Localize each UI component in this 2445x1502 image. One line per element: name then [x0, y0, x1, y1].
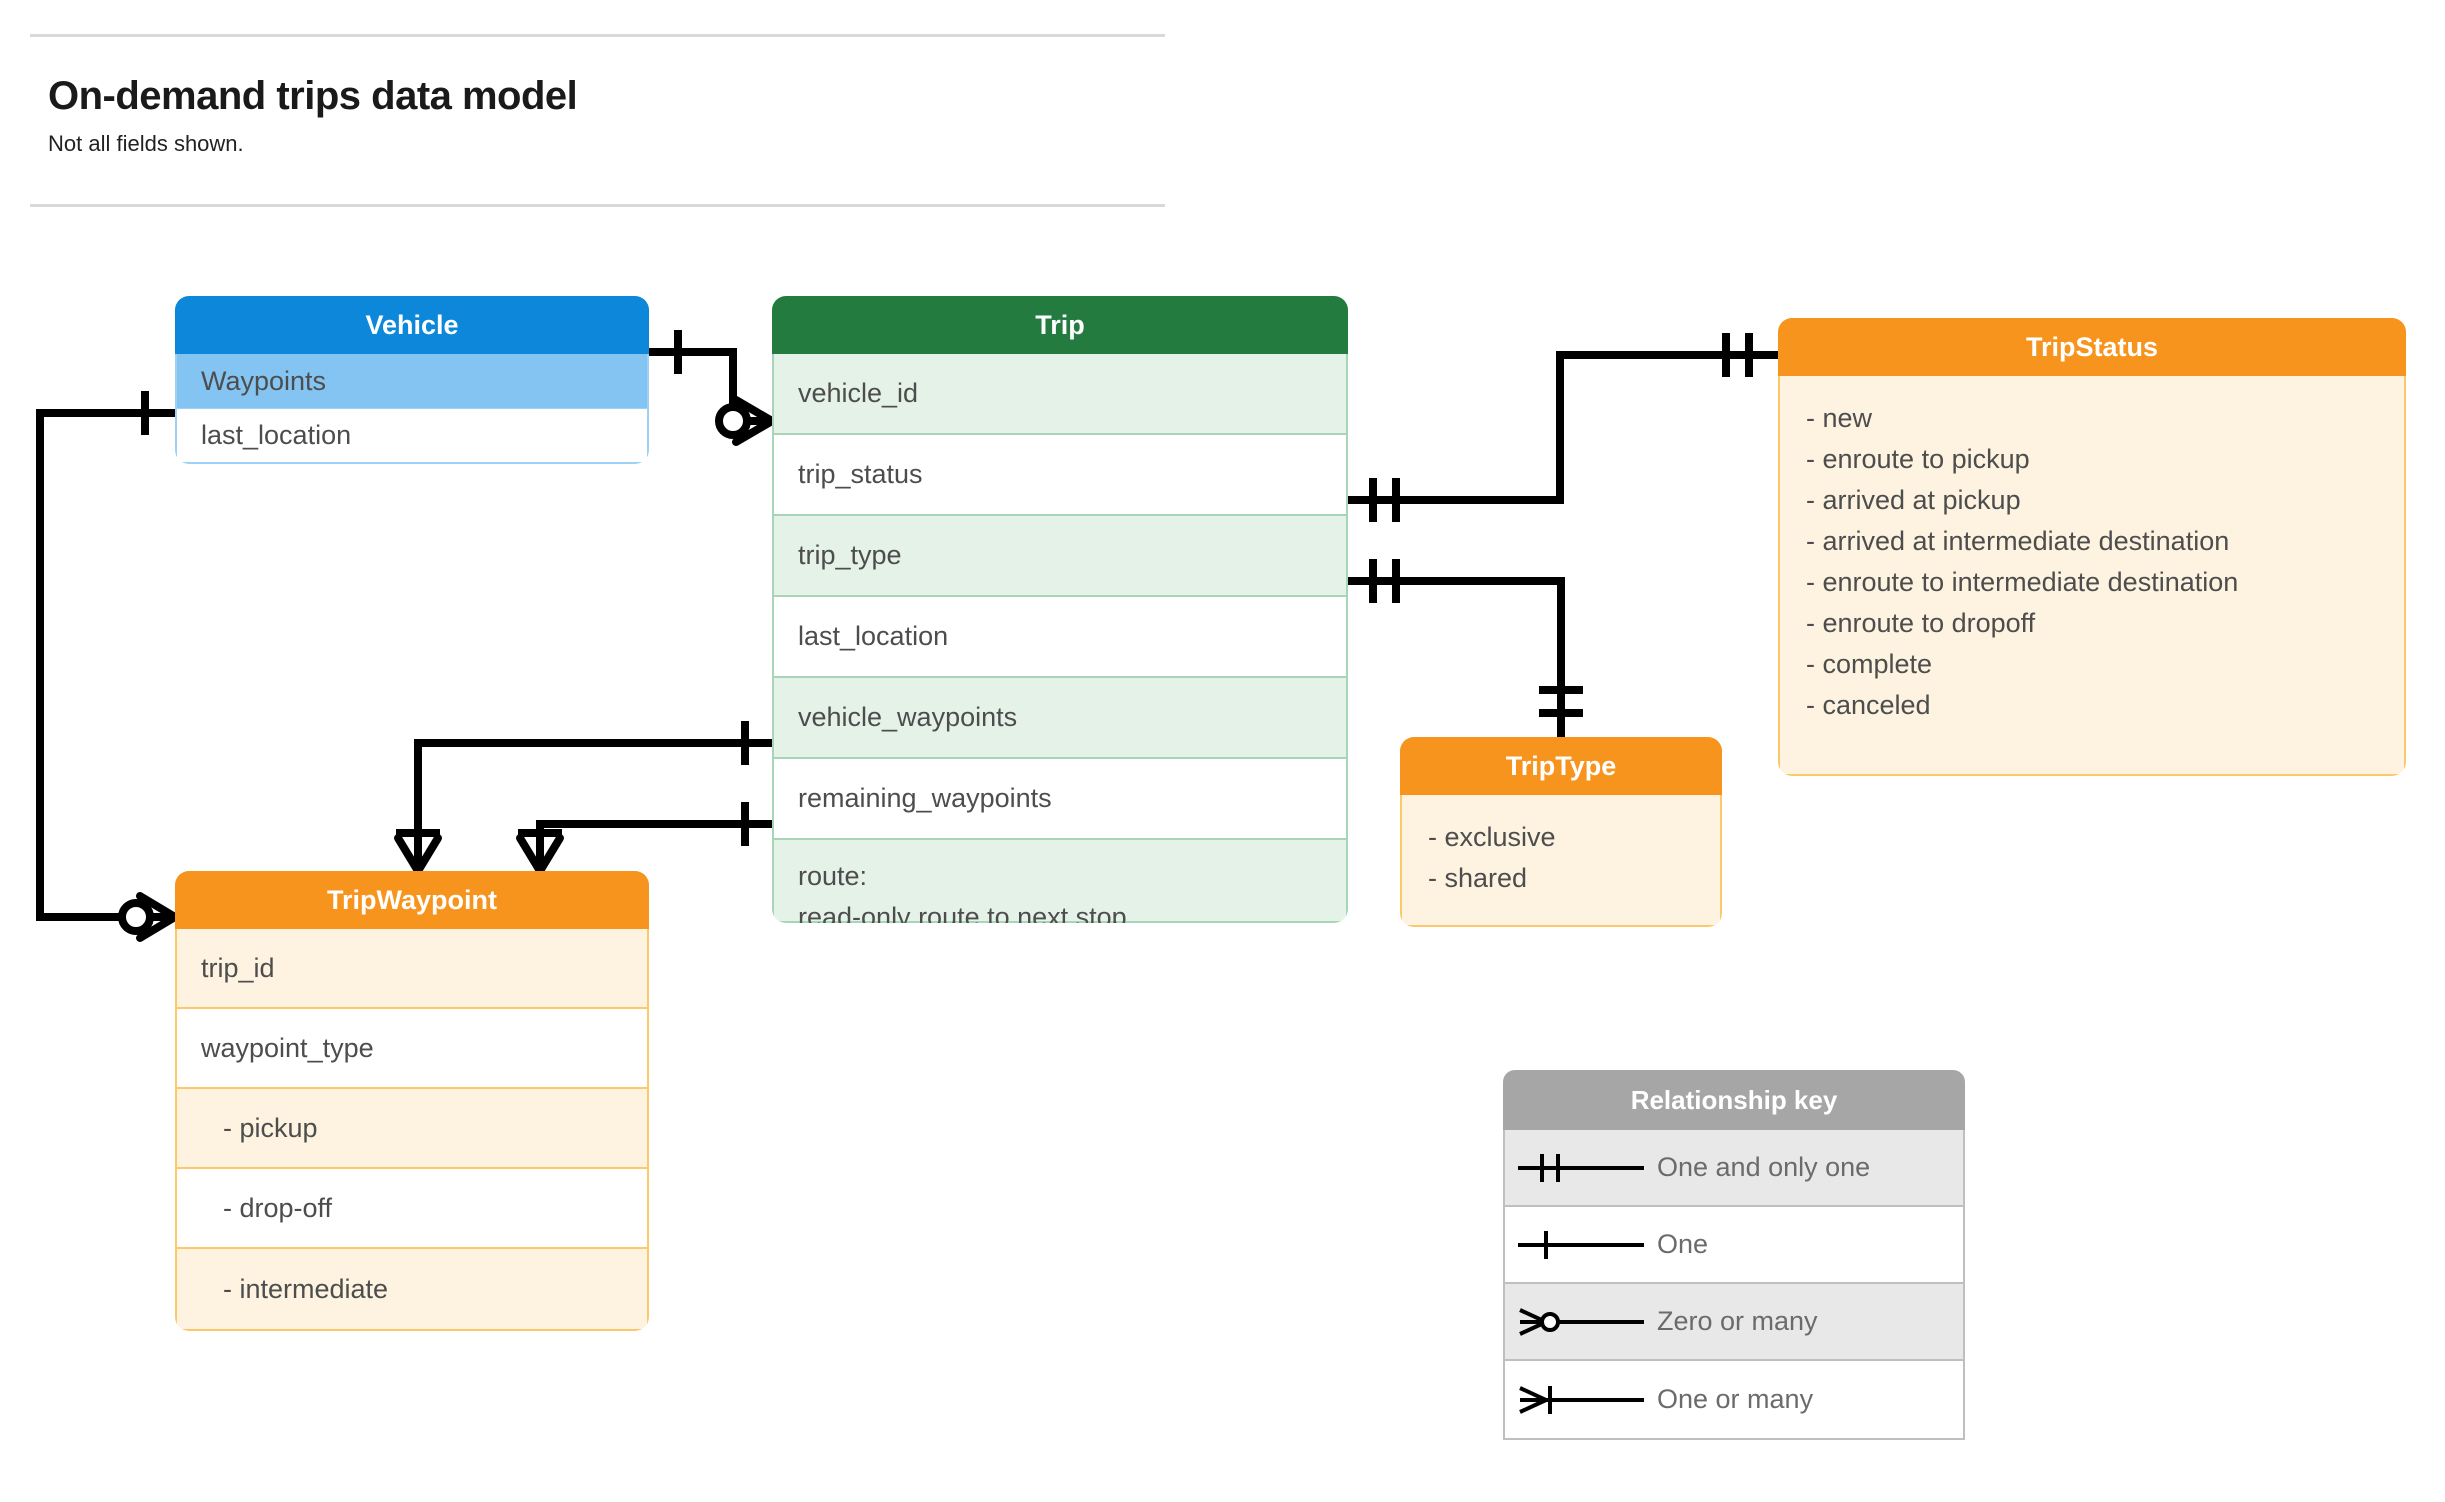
field-trip-vehicle-waypoints: vehicle_waypoints — [774, 678, 1346, 759]
tripstatus-value: - arrived at intermediate destination — [1806, 526, 2230, 556]
entity-triptype-title: TripType — [1400, 737, 1722, 795]
line-vehicle-waypoints-left — [36, 409, 175, 921]
entity-trip-fields: vehicle_id trip_status trip_type last_lo… — [772, 354, 1348, 923]
field-trip-last-location: last_location — [774, 597, 1346, 678]
tripstatus-value: - new — [1806, 403, 1873, 433]
legend-row-zero-or-many: Zero or many — [1505, 1284, 1963, 1361]
zero-circle-tripwaypoint — [118, 899, 154, 935]
field-trip-route: route: read-only route to next stop — [774, 840, 1346, 923]
entity-tripstatus-values: - new - enroute to pickup - arrived at p… — [1778, 376, 2406, 776]
line-triptype — [1348, 577, 1565, 737]
legend-label: One and only one — [1657, 1152, 1871, 1182]
field-tripwaypoint-trip-id: trip_id — [177, 929, 647, 1009]
field-trip-route-label: route: — [798, 861, 868, 891]
page-subtitle: Not all fields shown. — [48, 131, 244, 156]
entity-vehicle-fields: Waypoints last_location — [175, 354, 649, 464]
tripstatus-value: - enroute to pickup — [1806, 444, 2030, 474]
header-divider-top — [30, 34, 1165, 37]
field-trip-route-desc: read-only route to next stop — [798, 902, 1127, 923]
field-tripwaypoint-waypoint-type: waypoint_type — [177, 1009, 647, 1089]
zero-or-many-icon — [1505, 1302, 1657, 1342]
field-tripwaypoint-intermediate: - intermediate — [177, 1249, 647, 1329]
entity-tripstatus[interactable]: TripStatus - new - enroute to pickup - a… — [1778, 318, 2406, 776]
entity-vehicle-title: Vehicle — [175, 296, 649, 354]
relationship-key-rows: One and only one One — [1503, 1130, 1965, 1440]
tripstatus-value: - canceled — [1806, 690, 1931, 720]
line-vehicle-waypoints — [414, 739, 772, 871]
entity-triptype-values: - exclusive - shared — [1400, 795, 1722, 927]
field-trip-vehicle-id: vehicle_id — [774, 354, 1346, 435]
one-or-many-icon — [1505, 1380, 1657, 1420]
tripstatus-value: - complete — [1806, 649, 1933, 679]
entity-trip-title: Trip — [772, 296, 1348, 354]
one-icon — [1505, 1225, 1657, 1265]
field-tripwaypoint-pickup: - pickup — [177, 1089, 647, 1169]
legend-label: Zero or many — [1657, 1306, 1818, 1336]
relationship-key-panel: Relationship key One and only one — [1503, 1070, 1965, 1440]
triptype-value: - exclusive — [1428, 822, 1556, 852]
legend-row-one: One — [1505, 1207, 1963, 1284]
tripstatus-value: - enroute to intermediate destination — [1806, 567, 2239, 597]
line-tripstatus — [1348, 351, 1778, 504]
entity-tripstatus-title: TripStatus — [1778, 318, 2406, 376]
legend-row-one-and-only-one: One and only one — [1505, 1130, 1963, 1207]
line-vehicle-to-trip — [649, 348, 737, 421]
field-trip-remaining-waypoints: remaining_waypoints — [774, 759, 1346, 840]
field-trip-trip-status: trip_status — [774, 435, 1346, 516]
legend-label: One — [1657, 1229, 1709, 1259]
one-and-only-one-icon — [1505, 1148, 1657, 1188]
field-tripwaypoint-dropoff: - drop-off — [177, 1169, 647, 1249]
zero-circle-trip — [715, 403, 751, 439]
field-vehicle-last-location: last_location — [177, 408, 647, 462]
line-remaining-waypoints — [536, 820, 772, 871]
relationship-key-title: Relationship key — [1503, 1070, 1965, 1130]
triptype-value: - shared — [1428, 863, 1528, 893]
field-vehicle-waypoints: Waypoints — [177, 354, 647, 408]
tripstatus-value: - enroute to dropoff — [1806, 608, 2036, 638]
field-trip-trip-type: trip_type — [774, 516, 1346, 597]
entity-tripwaypoint-title: TripWaypoint — [175, 871, 649, 929]
legend-row-one-or-many: One or many — [1505, 1361, 1963, 1438]
entity-trip[interactable]: Trip vehicle_id trip_status trip_type la… — [772, 296, 1348, 923]
tripstatus-value: - arrived at pickup — [1806, 485, 2021, 515]
entity-tripwaypoint[interactable]: TripWaypoint trip_id waypoint_type - pic… — [175, 871, 649, 1331]
page-title: On-demand trips data model — [48, 74, 578, 118]
entity-triptype[interactable]: TripType - exclusive - shared — [1400, 737, 1722, 927]
entity-vehicle[interactable]: Vehicle Waypoints last_location — [175, 296, 649, 464]
header-divider-bottom — [30, 204, 1165, 207]
legend-label: One or many — [1657, 1384, 1814, 1414]
entity-tripwaypoint-fields: trip_id waypoint_type - pickup - drop-of… — [175, 929, 649, 1331]
